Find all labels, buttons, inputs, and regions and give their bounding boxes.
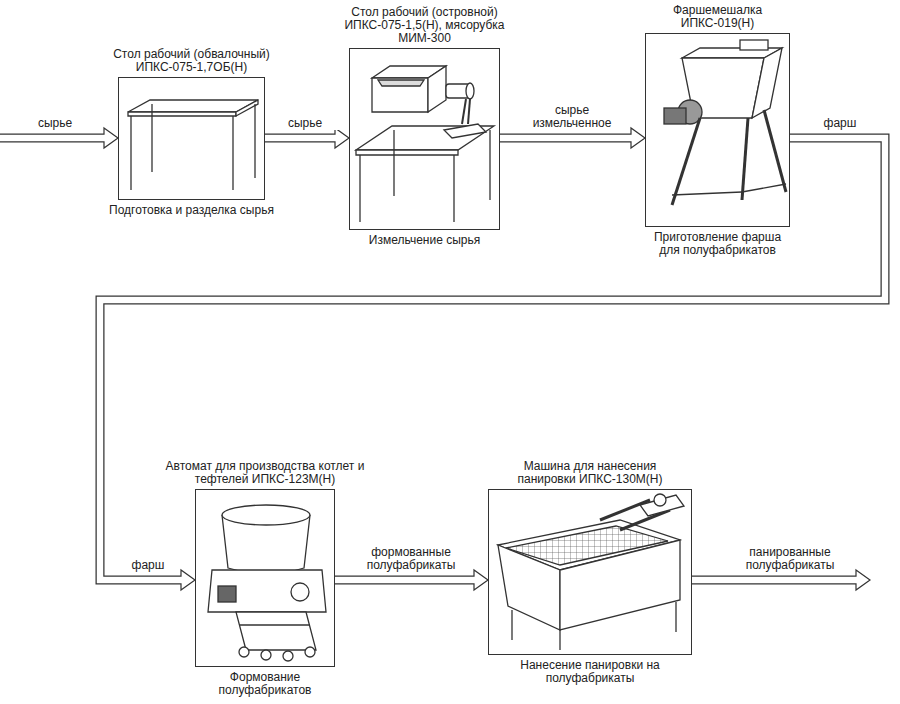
equipment-box: Стол рабочий (обвалочный) ИПКС-075-1,7ОБ… [118,77,265,200]
arrow-inner [500,135,633,142]
flow-label: сырье [270,117,340,130]
cutlet-former [208,505,326,661]
process-step-caption: Нанесение панировки на полуфабрикаты [510,659,670,685]
equipment-box: Фаршемешалка ИПКС-019(Н)Приготовление фа… [645,33,790,227]
arrow-head [335,128,349,148]
arrow-inner [335,577,476,584]
process-step-caption: Формование полуфабрикатов [200,671,330,697]
boning-table [128,100,258,190]
flow-label: формованные полуфабрикаты [356,546,466,572]
flow-arrow [335,570,488,590]
input-arrow [0,128,118,148]
flow-label: фарш [810,117,870,130]
equipment-name: Стол рабочий (островной) ИПКС-075-1,5(Н)… [344,6,506,45]
equipment-box: Машина для нанесения панировки ИПКС-130М… [488,489,692,655]
flow-label: фарш [118,559,178,572]
process-step-caption: Измельчение сырья [340,234,510,247]
equipment-box: Стол рабочий (островной) ИПКС-075-1,5(Н)… [349,48,500,230]
arrow-head [474,570,488,590]
arrow-head [181,570,195,590]
flow-label: панированные полуфабрикаты [735,546,845,572]
equipment-name: Автомат для производства котлет и тефтел… [163,460,368,486]
process-step-caption: Подготовка и разделка сырья [107,204,277,217]
process-step-caption: Приготовление фарша для полуфабрикатов [643,231,793,257]
equipment-name: Машина для нанесения панировки ИПКС-130М… [500,460,680,486]
island-table-mincer [356,66,494,222]
arrow-head [631,128,645,148]
equipment-name: Стол рабочий (обвалочный) ИПКС-075-1,7ОБ… [102,48,282,74]
arrow-inner [100,138,885,580]
equipment-box: Автомат для производства котлет и тефтел… [195,489,335,667]
flow-arrow [500,128,645,148]
mince-mixer [664,40,786,205]
breading-machine [498,494,684,650]
flow-arrow [265,128,349,148]
output-arrow [692,570,870,590]
flow-label: сырье измельченное [517,104,627,130]
flow-label: сырье [20,117,90,130]
flow-arrow [100,138,885,590]
equipment-name: Фаршемешалка ИПКС-019(Н) [643,4,793,30]
arrow-outline [100,138,885,580]
arrow-inner [265,135,337,142]
